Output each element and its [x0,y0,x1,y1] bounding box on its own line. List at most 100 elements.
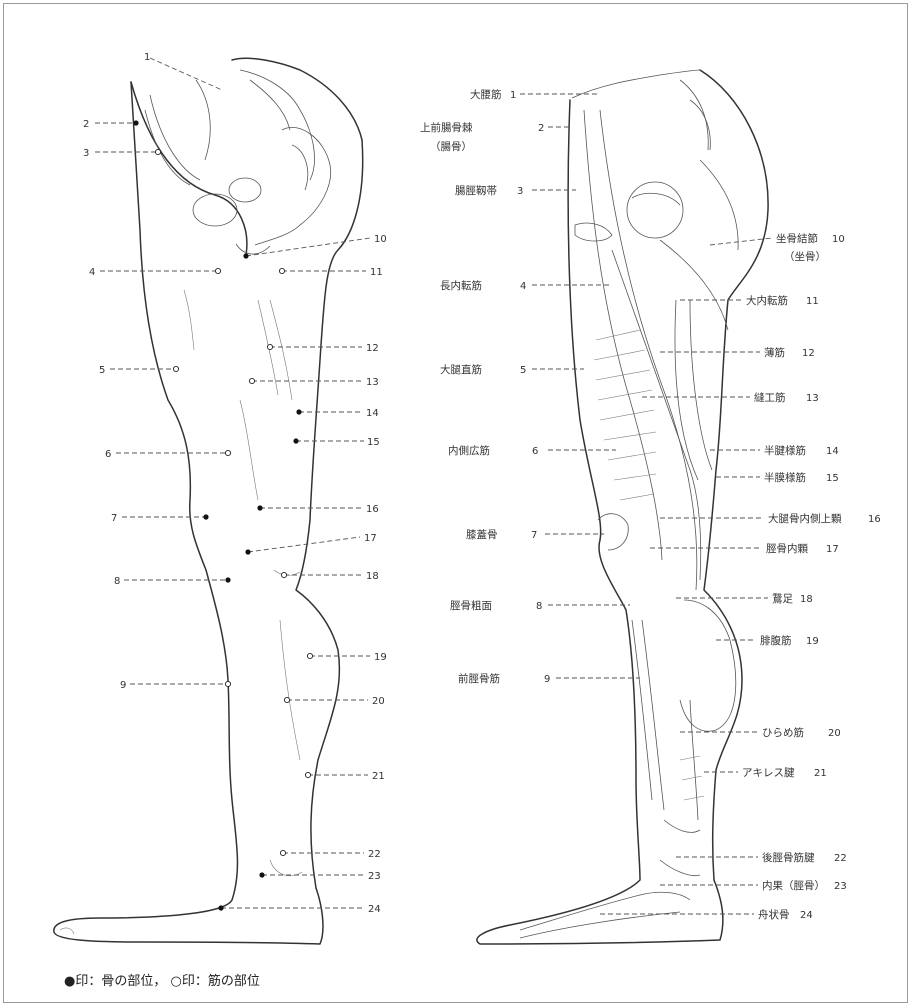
left-leg-outline [54,58,363,944]
right-label-23-name: 内果（脛骨） [762,879,825,892]
muscle-marker [225,681,230,686]
right-label-22-name: 後脛骨筋腱 [762,851,815,864]
right-label-20-name: ひらめ筋 [762,726,804,739]
right-label-17-num: 17 [826,544,839,555]
muscle-marker [280,850,285,855]
left-label-17: 17 [364,533,377,544]
left-label-16: 16 [366,504,379,515]
left-label-8: 8 [114,576,120,587]
legend-bone-marker-text: ●印：骨の部位， [64,974,166,989]
right-label-6-num: 6 [532,446,538,457]
right-label-9-num: 9 [544,674,550,685]
left-label-6: 6 [105,449,111,460]
bone-marker [225,577,230,582]
right-leader-lines [520,94,772,914]
right-label-3-name: 腸脛靱帯 [455,184,497,197]
right-label-14-name: 半腱様筋 [764,444,806,457]
right-label-1-num: 1 [510,90,516,101]
muscle-marker [307,653,312,658]
bone-marker [203,514,208,519]
right-label-20-num: 20 [828,728,841,739]
right-label-22-num: 22 [834,853,847,864]
left-label-2: 2 [83,119,89,130]
left-label-7: 7 [111,513,117,524]
right-label-12-name: 薄筋 [764,346,785,359]
left-label-21: 21 [372,771,385,782]
muscle-marker [225,450,230,455]
left-labels: 1 2 3 4 5 6 7 8 9 10 11 12 13 14 15 16 1… [83,52,387,915]
left-label-22: 22 [368,849,381,860]
right-label-19-name: 腓腹筋 [760,634,792,647]
muscle-marker [173,366,178,371]
left-label-4: 4 [89,267,95,278]
left-label-24: 24 [368,904,381,915]
right-label-4-num: 4 [520,281,526,292]
right-label-10-sub: （坐骨） [784,251,826,263]
left-label-13: 13 [366,377,379,388]
right-label-24-num: 24 [800,910,813,921]
right-label-13-name: 縫工筋 [754,391,786,404]
right-label-15-name: 半膜様筋 [764,471,806,484]
left-label-18: 18 [366,571,379,582]
right-label-21-name: アキレス腱 [742,767,795,779]
left-label-10: 10 [374,234,387,245]
muscle-marker [215,268,220,273]
bone-marker [296,409,301,414]
bone-marker [133,120,138,125]
right-label-8-name: 脛骨粗面 [450,600,492,612]
right-label-18-num: 18 [800,594,813,605]
right-labels: 大腰筋 1 上前腸骨棘 2 （腸骨） 腸脛靱帯 3 長内転筋 4 大腿直筋 5 … [420,88,881,921]
muscle-marker [155,149,160,154]
left-label-11: 11 [370,267,383,278]
bone-marker [259,872,264,877]
left-label-3: 3 [83,148,89,159]
muscle-marker [281,572,286,577]
right-label-2-sub: （腸骨） [430,141,472,153]
right-label-4-name: 長内転筋 [440,279,482,292]
right-label-17-name: 脛骨内顆 [766,542,808,555]
left-markers [133,120,312,910]
right-label-18-name: 鵞足 [772,592,793,605]
right-label-12-num: 12 [802,348,815,359]
muscle-marker [249,378,254,383]
left-label-1: 1 [144,52,150,63]
marker-legend: ●印：骨の部位， ○印：筋の部位 [64,970,260,989]
right-label-9-name: 前脛骨筋 [458,672,500,685]
right-label-2-num: 2 [538,123,544,134]
right-label-15-num: 15 [826,473,839,484]
right-label-10-num: 10 [832,234,845,245]
left-label-19: 19 [374,652,387,663]
left-label-20: 20 [372,696,385,707]
right-label-1-name: 大腰筋 [470,88,502,101]
right-label-6-name: 内側広筋 [448,444,490,457]
right-label-11-name: 大内転筋 [746,294,788,307]
bone-marker [257,505,262,510]
muscle-marker [305,772,310,777]
bone-marker [243,253,248,258]
right-label-11-num: 11 [806,296,819,307]
muscle-marker [279,268,284,273]
right-label-3-num: 3 [517,186,523,197]
right-label-8-num: 8 [536,601,542,612]
bone-marker [218,905,223,910]
right-label-5-name: 大腿直筋 [440,363,482,376]
right-label-16-name: 大腿骨内側上顆 [768,512,842,525]
right-label-23-num: 23 [834,881,847,892]
left-label-12: 12 [366,343,379,354]
right-label-24-name: 舟状骨 [758,908,790,921]
muscle-marker [267,344,272,349]
left-label-14: 14 [366,408,379,419]
legend-muscle-marker-text: ○印：筋の部位 [170,974,259,989]
left-label-15: 15 [367,437,380,448]
right-label-7-name: 膝蓋骨 [466,528,498,541]
bone-marker [293,438,298,443]
right-label-5-num: 5 [520,365,526,376]
right-leg-muscles [477,70,768,944]
left-label-23: 23 [368,871,381,882]
right-label-14-num: 14 [826,446,839,457]
right-label-2-name: 上前腸骨棘 [420,121,473,134]
right-label-10-name: 坐骨結節 [776,232,818,245]
right-label-13-num: 13 [806,393,819,404]
right-label-19-num: 19 [806,636,819,647]
